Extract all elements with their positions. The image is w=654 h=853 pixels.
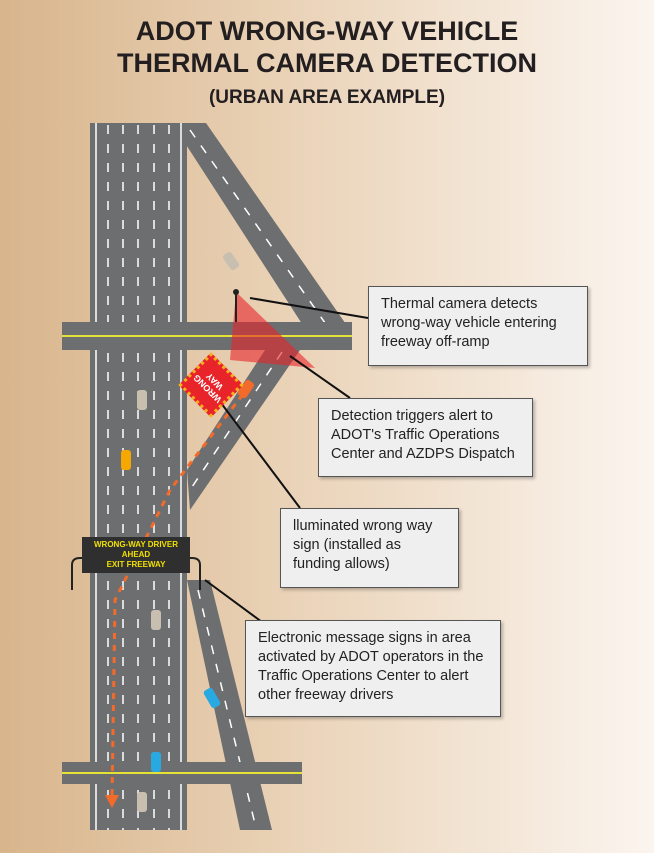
off-ramp-north <box>172 123 350 330</box>
car <box>137 792 147 812</box>
electronic-message-sign: WRONG-WAY DRIVER AHEAD EXIT FREEWAY <box>82 537 190 573</box>
callout-thermal-camera: Thermal camera detects wrong-way vehicle… <box>368 286 588 366</box>
callout-wrong-way-sign: lluminated wrong way sign (installed as … <box>280 508 459 588</box>
callout-detection-alert: Detection triggers alert to ADOT's Traff… <box>318 398 533 477</box>
car <box>222 251 240 271</box>
message-line-2: AHEAD <box>121 550 151 559</box>
car <box>151 752 161 772</box>
message-line-3: EXIT FREEWAY <box>106 560 166 569</box>
title-line-1: ADOT WRONG-WAY VEHICLE <box>135 16 519 46</box>
car <box>203 687 221 709</box>
wrong-way-car <box>237 379 255 399</box>
title-line-2: THERMAL CAMERA DETECTION <box>117 48 537 78</box>
thermal-camera-icon <box>233 289 239 295</box>
on-ramp-south <box>187 350 300 510</box>
thermal-camera-cone <box>230 292 315 368</box>
wrong-way-sign-text: WRONG WAY <box>191 370 226 405</box>
car <box>121 450 131 470</box>
callout-message-signs: Electronic message signs in area activat… <box>245 620 501 717</box>
freeway <box>90 123 187 830</box>
message-line-1: WRONG-WAY DRIVER <box>93 540 178 549</box>
car <box>137 390 147 410</box>
path-arrow-icon <box>105 795 119 808</box>
car <box>151 610 161 630</box>
subtitle: (URBAN AREA EXAMPLE) <box>208 87 446 108</box>
